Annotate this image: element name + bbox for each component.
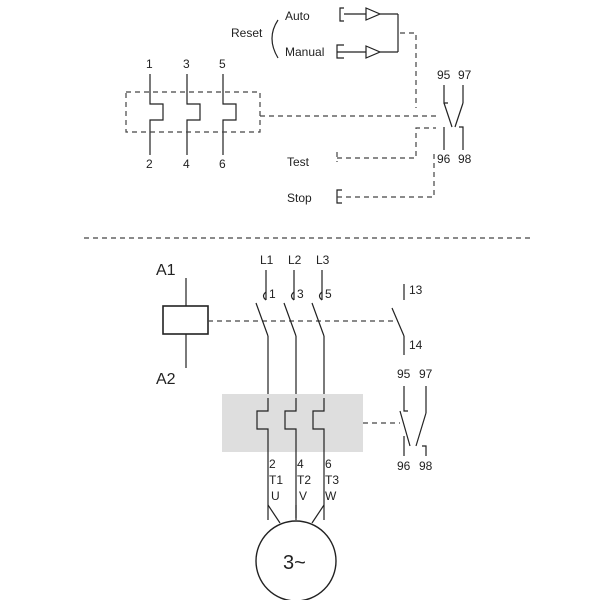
relay-symbol: Reset Auto Manual 1 3 5 2 4 6 xyxy=(125,7,472,205)
terminal-label-v: V xyxy=(299,489,307,503)
main-contact-label-1: 1 xyxy=(269,287,276,301)
aux-no-contact xyxy=(391,284,405,355)
terminal-label-w: W xyxy=(325,489,337,503)
overload-relay-block xyxy=(222,394,363,452)
aux-contact-nc xyxy=(443,85,453,150)
ol-label-95: 95 xyxy=(397,367,411,381)
coil-label-a2: A2 xyxy=(156,371,176,388)
line-label-l3: L3 xyxy=(316,253,330,267)
motor-label: 3~ xyxy=(283,552,306,574)
line-label-l2: L2 xyxy=(288,253,302,267)
pole-label-1: 1 xyxy=(146,57,153,71)
aux-label-98: 98 xyxy=(458,152,472,166)
pole-label-6: 6 xyxy=(219,157,226,171)
aux-label-95: 95 xyxy=(437,68,451,82)
auto-label: Auto xyxy=(285,9,310,23)
main-contact-label-5: 5 xyxy=(325,287,332,301)
motor: 3~ xyxy=(255,504,337,600)
thermal-element-3 xyxy=(222,74,237,155)
overload-element-1 xyxy=(256,398,269,520)
line-label-l1: L1 xyxy=(260,253,274,267)
overload-element-2 xyxy=(284,398,297,520)
thermal-element-2 xyxy=(186,74,201,155)
reset-label: Reset xyxy=(231,26,263,40)
auto-reset-actuator xyxy=(339,7,398,22)
reset-dashed-link xyxy=(400,32,417,108)
main-contact-1 xyxy=(255,270,269,398)
terminal-label-t2: T2 xyxy=(297,473,311,487)
terminal-label-u: U xyxy=(271,489,280,503)
ol-no-contact xyxy=(415,386,427,456)
main-contact-label-3: 3 xyxy=(297,287,304,301)
power-circuit: A1 A2 L1 L2 L3 1 xyxy=(156,253,433,600)
terminal-label-2: 2 xyxy=(269,457,276,471)
test-actuator xyxy=(336,127,436,162)
pole-label-4: 4 xyxy=(183,157,190,171)
aux-contact-no xyxy=(454,85,464,150)
reset-bracket xyxy=(271,19,279,59)
overload-element-3 xyxy=(312,398,325,520)
aux-no-label-13: 13 xyxy=(409,283,423,297)
ol-label-98: 98 xyxy=(419,459,433,473)
relay-housing xyxy=(125,91,261,133)
aux-no-label-14: 14 xyxy=(409,338,423,352)
contactor-coil xyxy=(162,278,209,368)
ol-nc-contact xyxy=(399,386,411,456)
pole-label-3: 3 xyxy=(183,57,190,71)
aux-label-96: 96 xyxy=(437,152,451,166)
terminal-label-4: 4 xyxy=(297,457,304,471)
ol-label-96: 96 xyxy=(397,459,411,473)
pole-label-5: 5 xyxy=(219,57,226,71)
terminal-label-6: 6 xyxy=(325,457,332,471)
ol-label-97: 97 xyxy=(419,367,433,381)
terminal-label-t1: T1 xyxy=(269,473,283,487)
main-contact-3 xyxy=(283,270,297,398)
stop-label: Stop xyxy=(287,191,312,205)
test-label: Test xyxy=(287,155,310,169)
coil-label-a1: A1 xyxy=(156,262,176,279)
aux-label-97: 97 xyxy=(458,68,472,82)
main-contact-5 xyxy=(311,270,325,398)
pole-label-2: 2 xyxy=(146,157,153,171)
manual-label: Manual xyxy=(285,45,324,59)
terminal-label-t3: T3 xyxy=(325,473,339,487)
manual-reset-actuator xyxy=(336,44,398,59)
thermal-element-1 xyxy=(149,74,164,155)
stop-actuator xyxy=(336,152,435,204)
